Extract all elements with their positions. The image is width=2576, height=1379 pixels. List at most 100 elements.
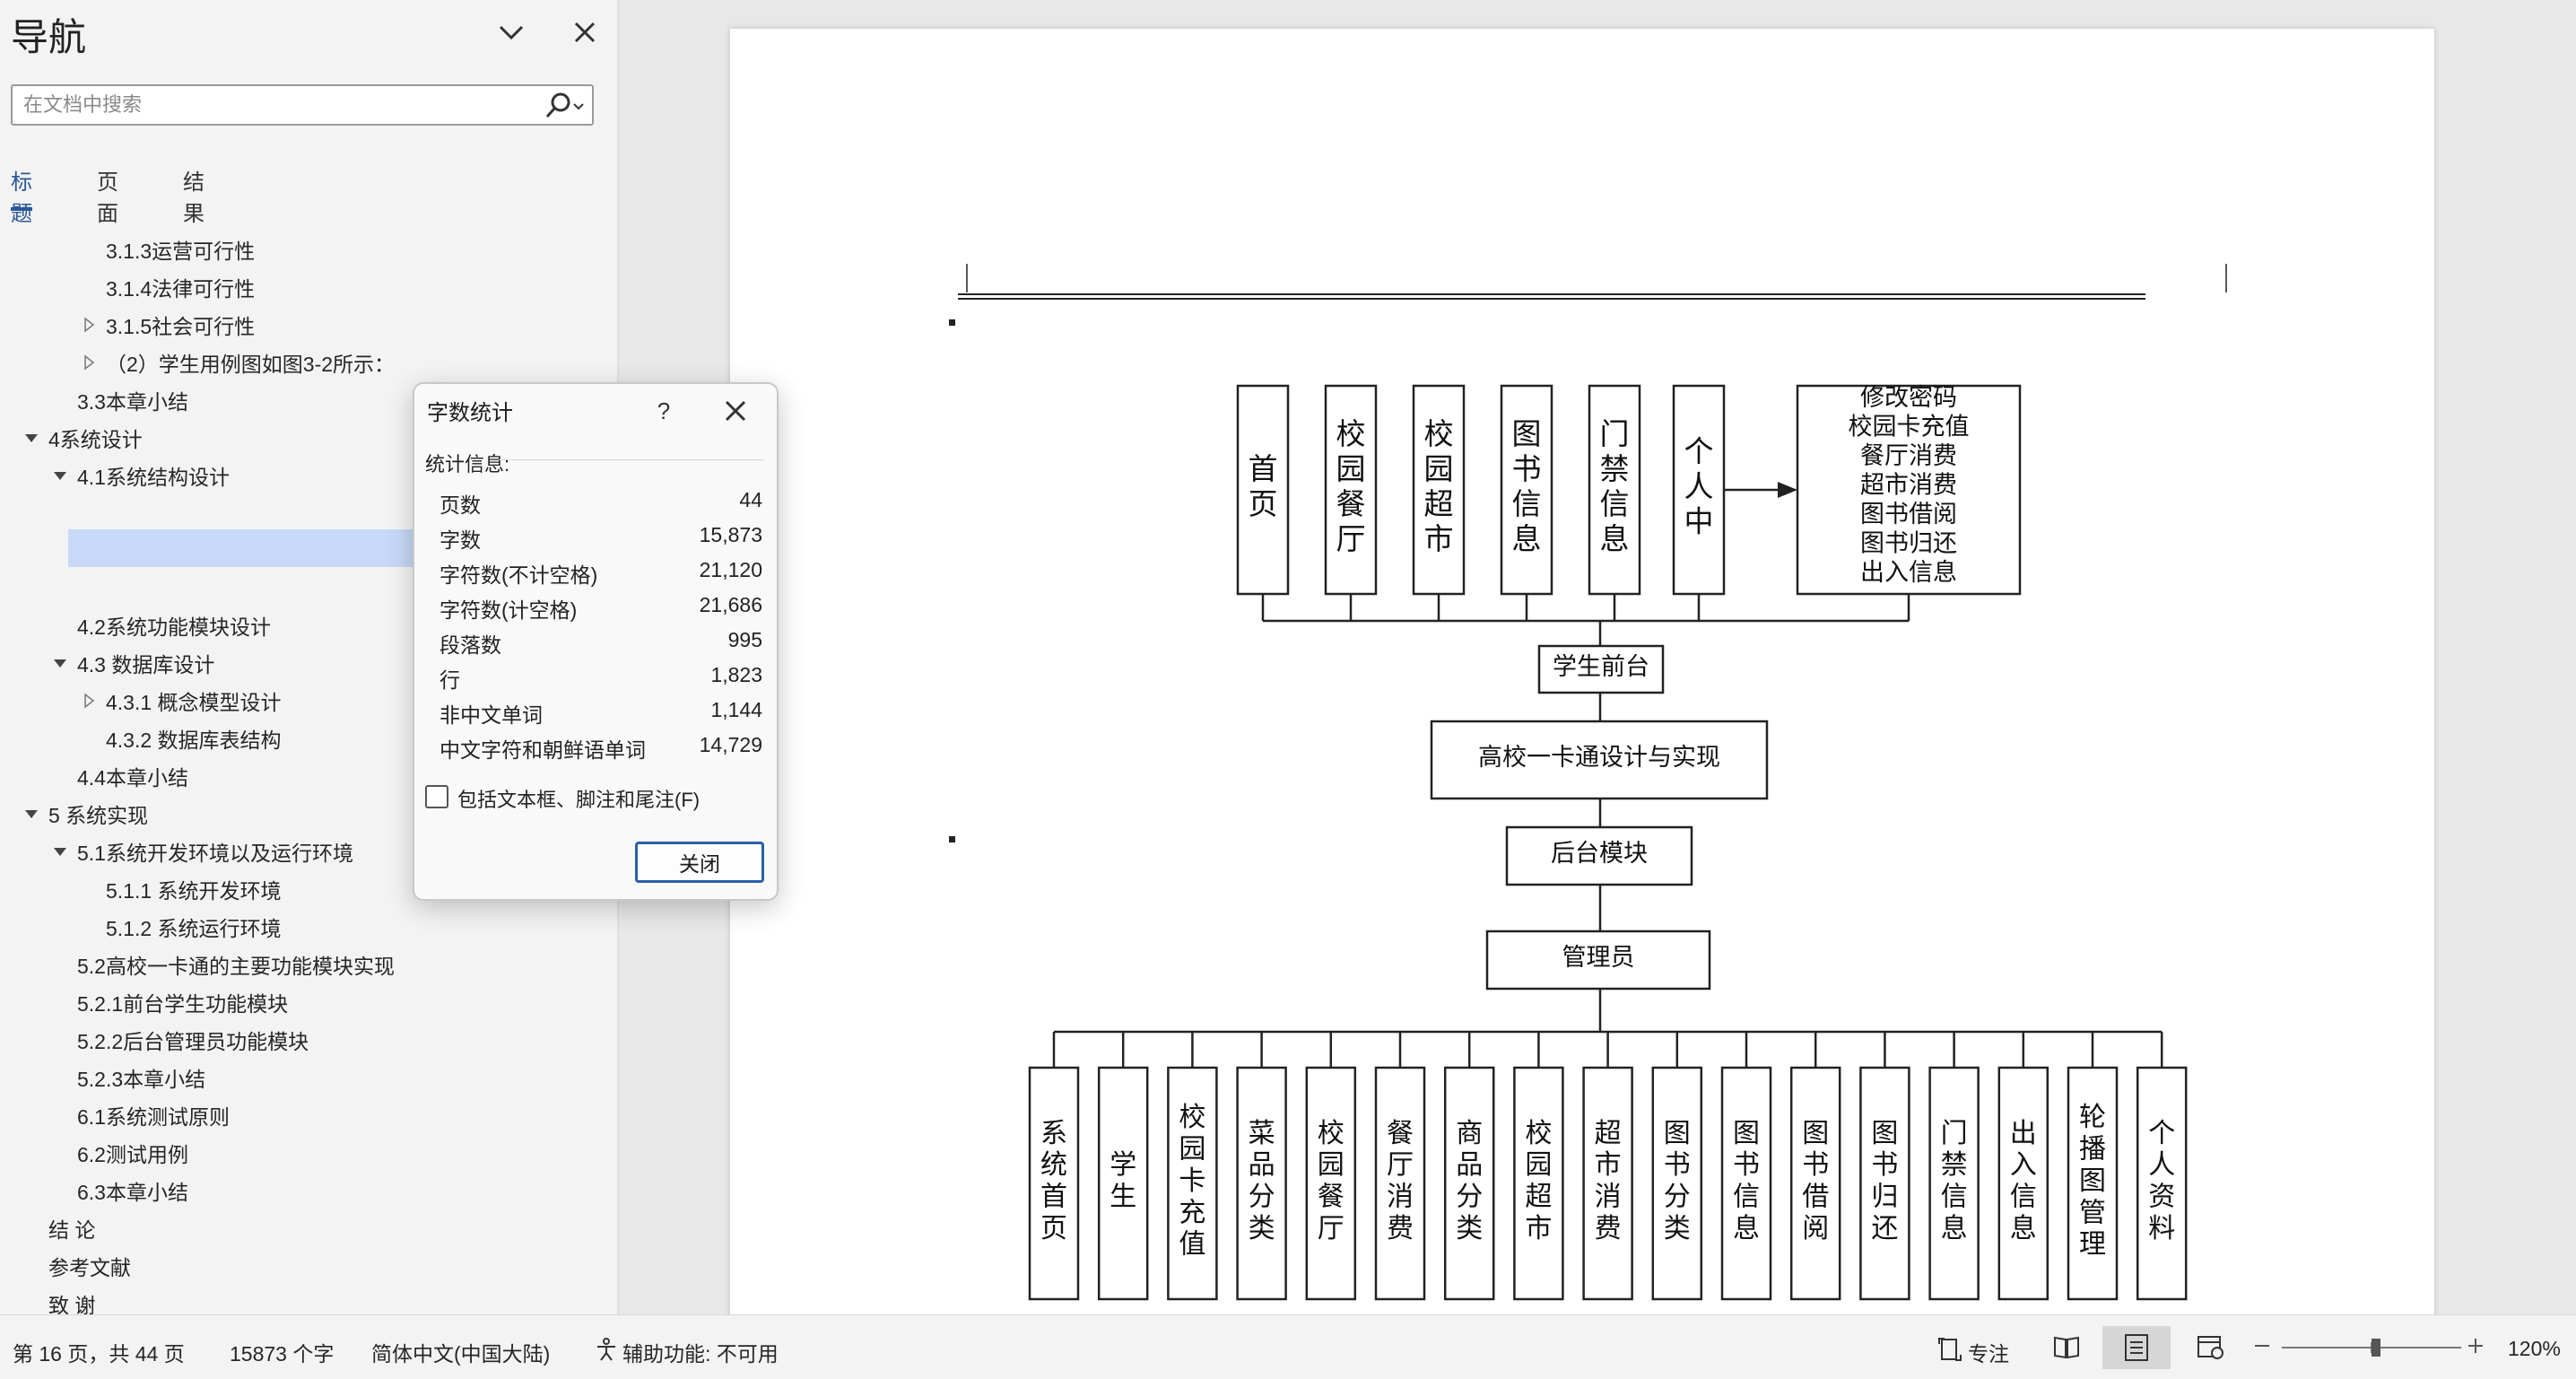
diagram-bottom-box <box>1167 1066 1218 1301</box>
diagram-bottom-label: 信 <box>1733 1183 1760 1212</box>
close-button[interactable]: 关闭 <box>635 842 764 883</box>
diagram-top-label: 禁 <box>1600 454 1630 486</box>
diagram-bottom-label: 分 <box>1249 1183 1275 1212</box>
diagram-bottom-label: 厅 <box>1387 1150 1414 1180</box>
diagram-bottom-label: 卡 <box>1179 1166 1205 1196</box>
diagram-top-box <box>1236 384 1290 596</box>
heading-item[interactable]: 4.3.2 数据库表结构 <box>106 729 282 752</box>
heading-item[interactable]: 4.2系统功能模块设计 <box>77 615 271 639</box>
tab-headings[interactable]: 标题 <box>11 164 32 226</box>
expand-caret-icon[interactable] <box>50 458 70 493</box>
focus-mode[interactable]: 专注 <box>1968 1342 2009 1366</box>
diagram-personal-label: 出入信息 <box>1860 559 1957 586</box>
heading-item[interactable]: 结 论 <box>48 1218 96 1242</box>
heading-item[interactable]: 5.1.2 系统运行环境 <box>106 917 282 940</box>
expand-caret-icon[interactable] <box>50 645 70 681</box>
diagram-top-label: 息 <box>1600 523 1630 556</box>
expand-caret-icon[interactable] <box>22 796 41 832</box>
diagram-bottom-label: 类 <box>1249 1214 1275 1244</box>
expand-caret-icon[interactable] <box>22 420 41 456</box>
diagram-personal-label: 餐厅消费 <box>1860 442 1957 469</box>
diagram-bottom-label: 信 <box>1941 1183 1968 1212</box>
stat-value: 44 <box>739 488 762 511</box>
diagram-bottom-label: 商 <box>1456 1119 1483 1148</box>
diagram-bottom-label: 超 <box>1595 1119 1622 1148</box>
nav-options-chevron-icon[interactable] <box>492 13 531 52</box>
heading-item[interactable]: 5.1系统开发环境以及运行环境 <box>77 842 353 865</box>
diagram-bottom-label: 分 <box>1664 1183 1691 1212</box>
heading-item[interactable]: （2）学生用例图如图3-2所示： <box>106 353 396 376</box>
read-mode-icon[interactable] <box>2052 1333 2081 1366</box>
diagram-bottom-label: 信 <box>2010 1183 2037 1212</box>
search-input[interactable] <box>13 86 533 124</box>
tab-results[interactable]: 结果 <box>183 170 205 226</box>
diagram-bottom-label: 市 <box>1595 1150 1622 1180</box>
heading-item[interactable]: 5.1.1 系统开发环境 <box>106 879 282 903</box>
document-area[interactable]: 首页校园餐厅校园超市图书信息门禁信息个人中修改密码校园卡充值餐厅消费超市消费图书… <box>619 0 2576 1314</box>
heading-item[interactable]: 6.2测试用例 <box>77 1143 188 1166</box>
accessibility-status[interactable]: 辅助功能: 不可用 <box>622 1342 779 1366</box>
include-textboxes-checkbox[interactable] <box>425 785 448 808</box>
diagram-bottom-label: 轮 <box>2079 1103 2106 1132</box>
diagram-top-label: 餐 <box>1336 488 1366 521</box>
help-icon[interactable]: ? <box>657 397 671 424</box>
zoom-slider[interactable] <box>2282 1337 2461 1358</box>
heading-item[interactable]: 4.3 数据库设计 <box>77 653 215 676</box>
diagram-bottom-label: 餐 <box>1387 1119 1414 1148</box>
stat-value: 15,873 <box>699 523 762 546</box>
heading-item[interactable]: 3.3本章小结 <box>77 390 188 414</box>
diagram-top-label: 园 <box>1424 454 1454 486</box>
word-count[interactable]: 15873 个字 <box>230 1342 335 1366</box>
heading-item[interactable]: 5.2高校一卡通的主要功能模块实现 <box>77 955 395 978</box>
heading-item[interactable]: 3.1.4法律可行性 <box>106 277 256 301</box>
heading-item[interactable]: 4.3.1 概念模型设计 <box>106 691 282 714</box>
accessibility-icon[interactable] <box>594 1337 619 1367</box>
heading-item[interactable]: 4系统设计 <box>48 428 143 451</box>
diagram-top-label: 园 <box>1336 454 1366 486</box>
search-icon[interactable] <box>540 92 588 120</box>
zoom-level[interactable]: 120% <box>2508 1337 2561 1360</box>
collapse-caret-icon[interactable] <box>79 307 99 343</box>
tab-pages[interactable]: 页面 <box>97 170 118 226</box>
nav-title: 导航 <box>11 16 87 58</box>
heading-item[interactable]: 5.2.3本章小结 <box>77 1068 206 1091</box>
heading-item[interactable]: 5 系统实现 <box>48 804 149 827</box>
focus-icon[interactable] <box>1937 1337 1962 1367</box>
heading-item[interactable]: 6.3本章小结 <box>77 1181 188 1204</box>
heading-item[interactable]: 4.4本章小结 <box>77 766 188 790</box>
heading-item[interactable]: 3.1.3运营可行性 <box>106 240 256 263</box>
heading-item[interactable]: 参考文献 <box>48 1256 131 1279</box>
stat-label: 非中文单词 <box>439 703 543 727</box>
diagram-bottom-label: 禁 <box>1941 1150 1968 1180</box>
zoom-in-icon[interactable] <box>2465 1328 2488 1369</box>
diagram-bottom-label: 图 <box>1664 1119 1691 1148</box>
diagram-top-label: 个 <box>1684 437 1714 469</box>
nav-close-icon[interactable] <box>565 13 605 52</box>
print-layout-icon[interactable] <box>2102 1326 2171 1369</box>
diagram-bottom-label: 校 <box>1318 1119 1345 1148</box>
heading-item[interactable]: 致 谢 <box>48 1294 96 1317</box>
web-layout-icon[interactable] <box>2196 1333 2224 1366</box>
expand-caret-icon[interactable] <box>50 834 70 869</box>
page-count[interactable]: 第 16 页，共 44 页 <box>13 1342 185 1366</box>
heading-item[interactable]: 6.1系统测试原则 <box>77 1105 230 1129</box>
diagram-personal-label: 图书归还 <box>1860 530 1957 557</box>
collapse-caret-icon[interactable] <box>79 345 99 380</box>
language-indicator[interactable]: 简体中文(中国大陆) <box>371 1342 551 1366</box>
heading-item[interactable]: 3.1.5社会可行性 <box>106 315 256 338</box>
heading-item[interactable]: 4.1系统结构设计 <box>77 466 230 489</box>
diagram-bottom-box <box>1651 1066 1703 1301</box>
collapse-caret-icon[interactable] <box>79 683 99 719</box>
diagram-bottom-label: 播 <box>2079 1134 2106 1164</box>
stat-label: 字符数(计空格) <box>439 598 578 622</box>
heading-item[interactable]: 5.2.2后台管理员功能模块 <box>77 1030 309 1053</box>
function-structure-diagram: 首页校园餐厅校园超市图书信息门禁信息个人中修改密码校园卡充值餐厅消费超市消费图书… <box>949 264 2227 1301</box>
heading-item[interactable]: 5.2.1前台学生功能模块 <box>77 992 289 1016</box>
zoom-out-icon[interactable] <box>2251 1328 2275 1369</box>
diagram-bottom-label: 息 <box>2010 1214 2037 1244</box>
diagram-bottom-box <box>1859 1066 1910 1301</box>
diagram-bottom-label: 校 <box>1525 1119 1552 1148</box>
dialog-close-icon[interactable] <box>716 393 755 429</box>
diagram-bottom-box <box>1789 1066 1841 1301</box>
